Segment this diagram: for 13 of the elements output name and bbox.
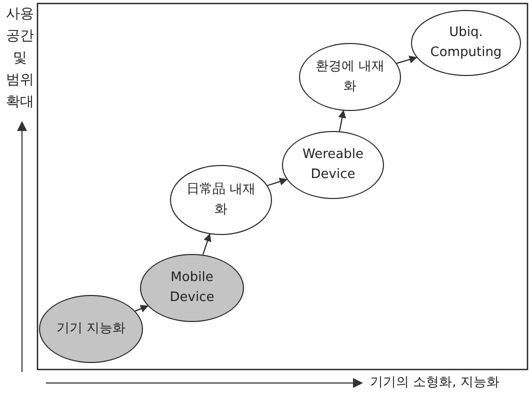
ellipse-node: 환경에 내재화 [299,43,401,111]
axis-label: 기기의 소형화, 지능화 [370,374,500,392]
arrow [396,56,418,64]
ellipse-node: Mobile Device [140,254,244,322]
arrow [338,110,346,132]
ellipse-node: 日常品 내재화 [170,165,272,235]
arrow [267,178,288,186]
arrow [202,233,212,255]
axis-label: 사용 공간 및 범위 확대 [5,5,35,112]
ellipse-node: Wereable Device [282,131,384,199]
arrow [134,304,149,312]
ellipse-node: 기기 지능화 [39,295,143,363]
ellipse-node: Ubiq. Computing [411,10,521,76]
